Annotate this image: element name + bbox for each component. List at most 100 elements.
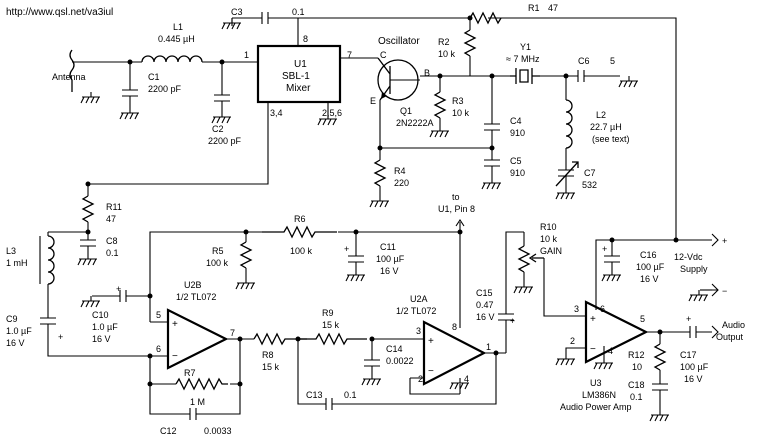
to-label: to bbox=[452, 192, 460, 202]
u3-plus: + bbox=[590, 314, 596, 325]
c14-value: 0.0022 bbox=[386, 356, 414, 366]
ground-icon bbox=[601, 269, 622, 282]
source-url: http://www.qsl.net/va3iul bbox=[6, 7, 113, 18]
u2b-pin6: 6 bbox=[156, 344, 161, 354]
c5-name: C5 bbox=[510, 156, 522, 166]
ground-icon bbox=[77, 253, 98, 266]
c8-value: 0.1 bbox=[106, 248, 119, 258]
q1-emitter-label: E bbox=[370, 96, 376, 106]
c12-name: C12 bbox=[160, 426, 177, 436]
u2b-name: U2B bbox=[184, 280, 202, 290]
q1-collector-label: C bbox=[380, 50, 387, 60]
c9-value: 1.0 µF bbox=[6, 326, 32, 336]
q1-name: Q1 bbox=[400, 106, 412, 116]
l3-inductor bbox=[47, 235, 55, 285]
u3-name: U3 bbox=[590, 378, 602, 388]
r4-value: 220 bbox=[394, 178, 409, 188]
u1-pin1: 1 bbox=[244, 50, 249, 60]
c17-volt: 16 V bbox=[684, 374, 703, 384]
ground-icon bbox=[361, 373, 382, 386]
u1-pin8: 8 bbox=[303, 34, 308, 44]
r1-value: 47 bbox=[548, 3, 558, 13]
u2a-plus: + bbox=[428, 336, 434, 347]
c17-name: C17 bbox=[680, 350, 697, 360]
r7-value: 1 M bbox=[190, 397, 205, 407]
r3-resistor bbox=[433, 91, 447, 119]
c13-name: C13 bbox=[306, 390, 323, 400]
c7-value: 532 bbox=[582, 180, 597, 190]
c16-value: 100 µF bbox=[636, 262, 665, 272]
u3-part: LM386N bbox=[582, 390, 616, 400]
u3-minus: − bbox=[590, 344, 596, 355]
antenna-label: Antenna bbox=[52, 72, 86, 82]
ground-icon bbox=[481, 177, 502, 190]
c6-name: C6 bbox=[578, 56, 590, 66]
c8-name: C8 bbox=[106, 236, 118, 246]
u3-pin2: 2 bbox=[570, 336, 575, 346]
y1-name: Y1 bbox=[520, 42, 531, 52]
r7-name: R7 bbox=[184, 368, 196, 378]
ground-icon bbox=[555, 353, 576, 366]
r3-value: 10 k bbox=[452, 108, 470, 118]
junction-dot bbox=[493, 350, 499, 356]
y1-crystal bbox=[510, 68, 540, 84]
u1-mixer-box bbox=[256, 44, 342, 104]
audio-label: Audio bbox=[722, 320, 745, 330]
r8-value: 15 k bbox=[262, 362, 280, 372]
u1-func: Mixer bbox=[286, 83, 311, 94]
supply-plus: + bbox=[722, 236, 727, 246]
c1-name: C1 bbox=[148, 72, 160, 82]
u3-pin6: 6 bbox=[600, 304, 605, 314]
ground-icon bbox=[119, 107, 140, 120]
c3-value: 0.1 bbox=[292, 7, 305, 17]
c7-variable-arrow bbox=[555, 161, 579, 187]
q1-base-label: B bbox=[424, 68, 430, 78]
u2a-pin3: 3 bbox=[416, 326, 421, 336]
l3-name: L3 bbox=[6, 246, 16, 256]
ground-icon bbox=[555, 187, 576, 200]
c16-name: C16 bbox=[640, 250, 657, 260]
u1-part: SBL-1 bbox=[282, 71, 310, 82]
ground-icon bbox=[688, 289, 709, 302]
r5-name: R5 bbox=[212, 246, 224, 256]
r10-name: R10 bbox=[540, 222, 557, 232]
ground-icon bbox=[593, 357, 614, 370]
r3-name: R3 bbox=[452, 96, 464, 106]
c15-volt: 16 V bbox=[476, 312, 495, 322]
r6-name: R6 bbox=[294, 214, 306, 224]
q1-part: 2N2222A bbox=[396, 118, 434, 128]
r5-value: 100 k bbox=[206, 258, 229, 268]
c13-value: 0.1 bbox=[344, 390, 357, 400]
u2a-minus: − bbox=[428, 366, 434, 377]
q1-transistor bbox=[377, 57, 420, 101]
c16-plus: + bbox=[602, 244, 607, 254]
u2a-part: 1/2 TL072 bbox=[396, 306, 436, 316]
u2b-pin7: 7 bbox=[230, 328, 235, 338]
r6-resistor bbox=[262, 225, 337, 239]
u2a-pin8: 8 bbox=[452, 322, 457, 332]
u2a-pin1: 1 bbox=[486, 342, 491, 352]
ground-icon bbox=[649, 409, 670, 422]
r6-value: 100 k bbox=[290, 246, 313, 256]
antenna-symbol bbox=[69, 49, 75, 92]
ground-icon bbox=[618, 75, 639, 88]
r12-value: 10 bbox=[632, 362, 642, 372]
u2b-pin5: 5 bbox=[156, 310, 161, 320]
r10-value: 10 k bbox=[540, 234, 558, 244]
u1-name: U1 bbox=[294, 59, 307, 70]
r4-name: R4 bbox=[394, 166, 406, 176]
c11-plus: + bbox=[344, 244, 349, 254]
ground-icon bbox=[80, 91, 101, 104]
c16-volt: 16 V bbox=[640, 274, 659, 284]
c12-value: 0.0033 bbox=[204, 426, 232, 436]
l2-note: (see text) bbox=[592, 134, 630, 144]
u3-pin5: 5 bbox=[640, 314, 645, 324]
c4-name: C4 bbox=[510, 116, 522, 126]
l1-name: L1 bbox=[173, 22, 183, 32]
l3-value: 1 mH bbox=[6, 258, 28, 268]
supply-value: 12-Vdc bbox=[674, 252, 703, 262]
u2a-pin4: 4 bbox=[464, 374, 469, 384]
c2-name: C2 bbox=[212, 124, 224, 134]
u3-pin4: 4 bbox=[608, 346, 613, 356]
